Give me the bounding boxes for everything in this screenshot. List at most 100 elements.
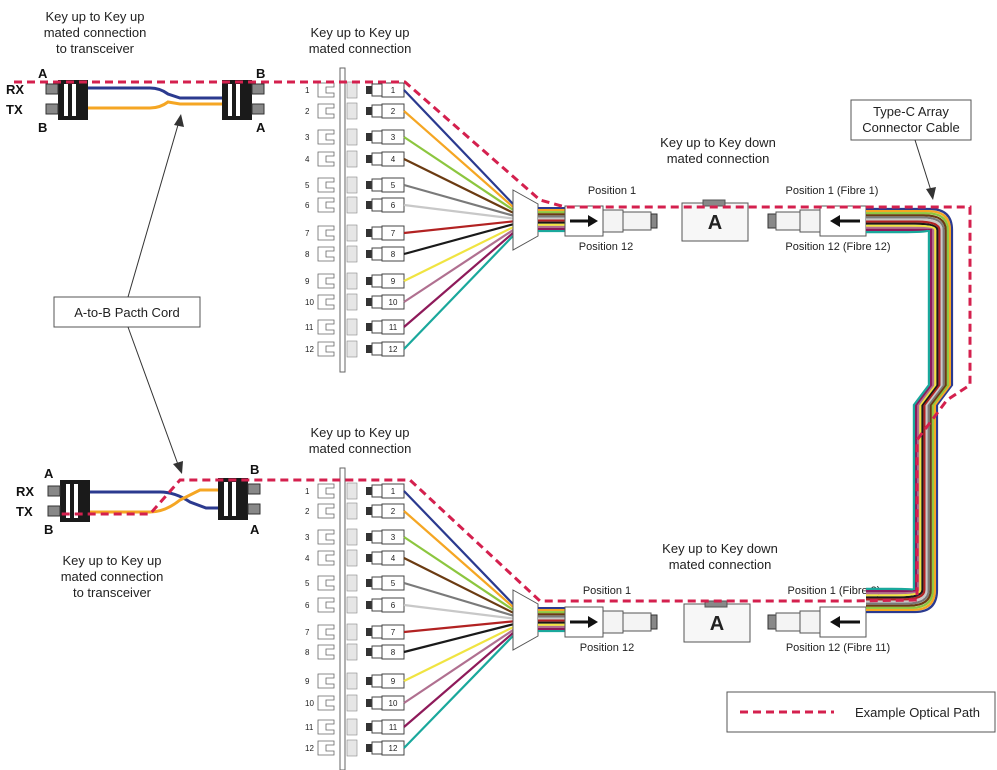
port-sleeve bbox=[346, 196, 358, 214]
top-position-1: Position 1 bbox=[588, 185, 636, 197]
ribbon-fibre-11 bbox=[866, 228, 933, 593]
mpo-adapter: A bbox=[681, 199, 749, 242]
lc-latch bbox=[366, 533, 372, 541]
port-sleeve bbox=[346, 502, 358, 520]
port-adapter bbox=[317, 550, 335, 566]
bottom-trunk: A bbox=[564, 600, 867, 643]
lc-body bbox=[371, 625, 383, 639]
rx-label: RX bbox=[16, 484, 34, 499]
lc-latch bbox=[366, 229, 372, 237]
port-number: 10 bbox=[305, 298, 314, 307]
mpo-ferrule bbox=[602, 610, 624, 634]
port-sleeve bbox=[346, 318, 358, 336]
callout-arrow bbox=[127, 117, 181, 298]
port-adapter bbox=[317, 673, 335, 689]
ribbon-fibre-12 bbox=[866, 229, 930, 592]
port-adapter bbox=[317, 273, 335, 289]
fibre-9 bbox=[403, 626, 514, 682]
end-b-label: B bbox=[250, 462, 259, 477]
lc-number: 1 bbox=[391, 86, 396, 95]
mpo-ferrule bbox=[799, 209, 821, 233]
bottom-keydown-caption: Key up to Key down mated connection bbox=[662, 541, 778, 572]
port-adapter bbox=[317, 197, 335, 213]
port-adapter bbox=[317, 341, 335, 357]
fibre-6 bbox=[403, 603, 514, 620]
mpo-tip bbox=[650, 614, 658, 630]
lc-body bbox=[371, 178, 383, 192]
lc-latch bbox=[366, 181, 372, 189]
lc-body bbox=[371, 720, 383, 734]
lc-body bbox=[371, 576, 383, 590]
port-adapter bbox=[317, 483, 335, 499]
end-b-label: B bbox=[256, 66, 265, 81]
connector-slot bbox=[236, 84, 240, 116]
ribbon-fibre-4 bbox=[866, 214, 947, 607]
lc-body bbox=[371, 274, 383, 288]
fibre-12 bbox=[403, 635, 514, 749]
port-adapter bbox=[317, 294, 335, 310]
lc-body bbox=[371, 130, 383, 144]
port-sleeve bbox=[346, 739, 358, 757]
adapter-key bbox=[702, 199, 726, 207]
port-sleeve bbox=[346, 694, 358, 712]
end-b-label: B bbox=[44, 522, 53, 537]
caption-line: Key up to Key up bbox=[310, 425, 409, 440]
lc-number: 9 bbox=[391, 677, 396, 686]
lc-number: 10 bbox=[389, 298, 398, 307]
port-sleeve bbox=[346, 596, 358, 614]
lc-number: 8 bbox=[391, 250, 396, 259]
lc-latch bbox=[366, 133, 372, 141]
fibre-5 bbox=[403, 581, 514, 617]
port-number: 5 bbox=[305, 579, 310, 588]
lc-latch bbox=[366, 699, 372, 707]
cord-fibre-blue bbox=[90, 490, 218, 510]
port-number: 6 bbox=[305, 601, 310, 610]
mpo-connector bbox=[564, 606, 658, 638]
lc-number: 6 bbox=[391, 201, 396, 210]
port-adapter bbox=[317, 103, 335, 119]
fan-out bbox=[512, 589, 539, 651]
caption-line: mated connection bbox=[667, 151, 770, 166]
lc-body bbox=[371, 741, 383, 755]
caption-line: Key up to Key down bbox=[662, 541, 778, 556]
end-b-label: B bbox=[38, 120, 47, 135]
port-adapter bbox=[317, 644, 335, 660]
port-sleeve bbox=[346, 528, 358, 546]
end-a-label: A bbox=[250, 522, 260, 537]
ribbon-fibre-9 bbox=[866, 224, 937, 597]
lc-body bbox=[371, 504, 383, 518]
key-arrow-head bbox=[830, 616, 840, 628]
port-adapter bbox=[317, 82, 335, 98]
port-sleeve bbox=[346, 176, 358, 194]
ribbon-fibre-5 bbox=[866, 216, 945, 605]
arrow-head bbox=[174, 114, 184, 127]
caption-line: mated connection bbox=[44, 25, 147, 40]
port-number: 1 bbox=[305, 86, 310, 95]
ribbon-fibre-1 bbox=[866, 207, 954, 614]
port-adapter bbox=[317, 575, 335, 591]
ferrule bbox=[251, 103, 265, 115]
mpo-ferrule bbox=[602, 209, 624, 233]
end-a-label: A bbox=[256, 120, 266, 135]
caption-line: Key up to Key up bbox=[45, 9, 144, 24]
bottom-fibre-11: Position 12 (Fibre 11) bbox=[786, 642, 890, 654]
cord-fibre-orange bbox=[90, 488, 218, 514]
fibre-8 bbox=[403, 623, 514, 654]
mpo-boot bbox=[775, 612, 801, 632]
fibre-11 bbox=[403, 232, 514, 328]
port-adapter bbox=[317, 129, 335, 145]
port-sleeve bbox=[346, 482, 358, 500]
port-number: 3 bbox=[305, 133, 310, 142]
connector-slot bbox=[74, 484, 78, 518]
fibre-2 bbox=[403, 110, 514, 208]
port-number: 12 bbox=[305, 345, 314, 354]
ribbon-fibre-3 bbox=[866, 212, 949, 609]
port-sleeve bbox=[346, 549, 358, 567]
fibre-11 bbox=[403, 632, 514, 728]
lc-latch bbox=[366, 677, 372, 685]
port-sleeve bbox=[346, 272, 358, 290]
port-number: 11 bbox=[305, 323, 314, 332]
